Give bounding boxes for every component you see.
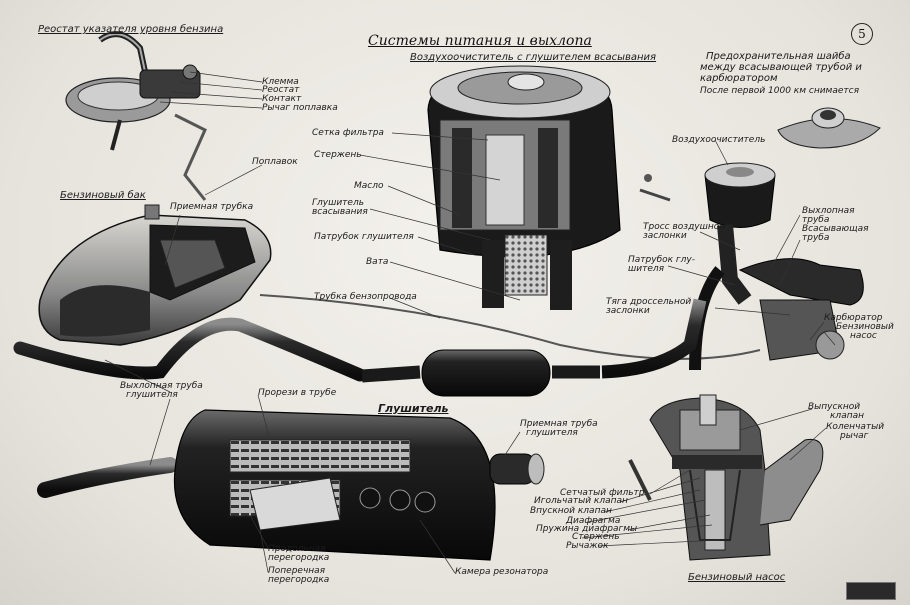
label-longitudinal-baffle-1: Продольная: [268, 544, 326, 554]
label-float-lever: Рычаг поплавка: [262, 103, 338, 113]
label-silencer-pipe: Патрубок глушителя: [314, 232, 414, 242]
label-bell-crank-1: Коленчатый: [826, 422, 885, 432]
label-choke-cable-1: Тросс воздушной: [643, 222, 726, 232]
section-title-fuel-pump: Бензиновый насос: [688, 572, 786, 583]
label-muffler-exhaust-pipe-2: глушителя: [126, 390, 178, 400]
washer-note-line-4: После первой 1000 км снимается: [700, 86, 860, 96]
air-cleaner-illustration: [427, 65, 621, 310]
rheostat-assembly-illustration: [65, 31, 207, 201]
label-pump-rod: Стержень: [572, 532, 620, 542]
label-muffler-inlet-2: глушителя: [526, 428, 578, 438]
label-diaphragm: Диафрагма: [566, 516, 621, 526]
label-exhaust-manifold-1: Выхлопная: [802, 206, 855, 216]
label-muffler-pipe-2: шителя: [628, 264, 665, 274]
label-mesh-filter: Сетчатый фильтр: [560, 488, 645, 498]
fuel-tank-illustration: [38, 204, 272, 346]
label-diaphragm-spring: Пружина диафрагмы: [536, 524, 638, 534]
safety-washer-illustration: [777, 107, 881, 149]
label-filter-mesh: Сетка фильтра: [312, 128, 384, 138]
washer-note-line-1: Предохранительная шайба: [706, 51, 851, 62]
engine-intake-exhaust-illustration: [639, 162, 864, 371]
label-cotton: Вата: [366, 257, 389, 267]
label-pipe-slots: Прорези в трубе: [258, 388, 337, 398]
label-intake-manifold-1: Всасывающая: [802, 224, 869, 234]
label-intake-manifold-2: труба: [802, 233, 830, 243]
section-title-muffler: Глушитель: [378, 402, 449, 415]
fuel-pump-cutaway-illustration: [628, 394, 824, 561]
washer-note-line-2: между всасывающей трубой и: [700, 62, 862, 73]
label-bell-crank-2: рычаг: [840, 431, 869, 441]
label-transverse-baffle-2: перегородка: [268, 575, 330, 585]
muffler-cutaway-illustration: [173, 409, 545, 561]
label-resonator-chamber: Камера резонатора: [455, 567, 549, 577]
section-title-rheostat: Реостат указателя уровня бензина: [38, 24, 224, 35]
label-small-lever: Рычажок: [566, 541, 609, 551]
label-carburetor: Карбюратор: [824, 313, 883, 323]
exhaust-pipe-illustration: [13, 298, 707, 498]
label-transverse-baffle-1: Поперечная: [268, 566, 326, 576]
label-air-cleaner: Воздухоочиститель: [672, 135, 766, 145]
page-number: 5: [851, 23, 873, 45]
section-title-fuel-tank: Бензиновый бак: [60, 190, 146, 201]
label-intake-tube: Приемная трубка: [170, 202, 254, 212]
leader-lines: [104, 71, 836, 574]
label-exhaust-manifold-2: труба: [802, 215, 830, 225]
label-muffler-exhaust-pipe-1: Выхлопная труба: [120, 381, 203, 391]
label-outlet-valve-2: клапан: [830, 411, 864, 421]
section-title-air-cleaner: Воздухоочиститель с глушителем всасывани…: [410, 52, 657, 63]
label-outlet-valve-1: Выпускной: [808, 402, 861, 412]
label-choke-cable-2: заслонки: [643, 231, 687, 241]
label-inlet-valve: Впускной клапан: [530, 506, 612, 516]
label-intake-silencer-2: всасывания: [312, 207, 368, 217]
label-terminal: Клемма: [262, 77, 299, 87]
washer-note-line-3: карбюратором: [700, 73, 778, 84]
label-throttle-rod-2: заслонки: [606, 306, 650, 316]
label-float: Поплавок: [252, 157, 298, 167]
label-longitudinal-baffle-2: перегородка: [268, 553, 330, 563]
label-rod: Стержень: [314, 150, 362, 160]
label-muffler-pipe-1: Патрубок глу-: [628, 255, 695, 265]
publisher-stamp: [846, 582, 896, 600]
label-fuel-pump-1: Бензиновый: [836, 322, 894, 332]
label-rheostat: Реостат: [262, 85, 300, 95]
label-needle-valve: Игольчатый клапан: [534, 496, 628, 506]
label-fuel-line: Трубка бензопровода: [314, 292, 417, 302]
label-oil: Масло: [354, 181, 384, 191]
label-fuel-pump-2: насос: [850, 331, 877, 341]
label-throttle-rod-1: Тяга дроссельной: [606, 297, 692, 307]
label-muffler-inlet-1: Приемная труба: [520, 419, 598, 429]
label-contact: Контакт: [262, 94, 302, 104]
label-intake-silencer-1: Глушитель: [312, 198, 365, 208]
page-title: Системы питания и выхлопа: [368, 33, 592, 49]
